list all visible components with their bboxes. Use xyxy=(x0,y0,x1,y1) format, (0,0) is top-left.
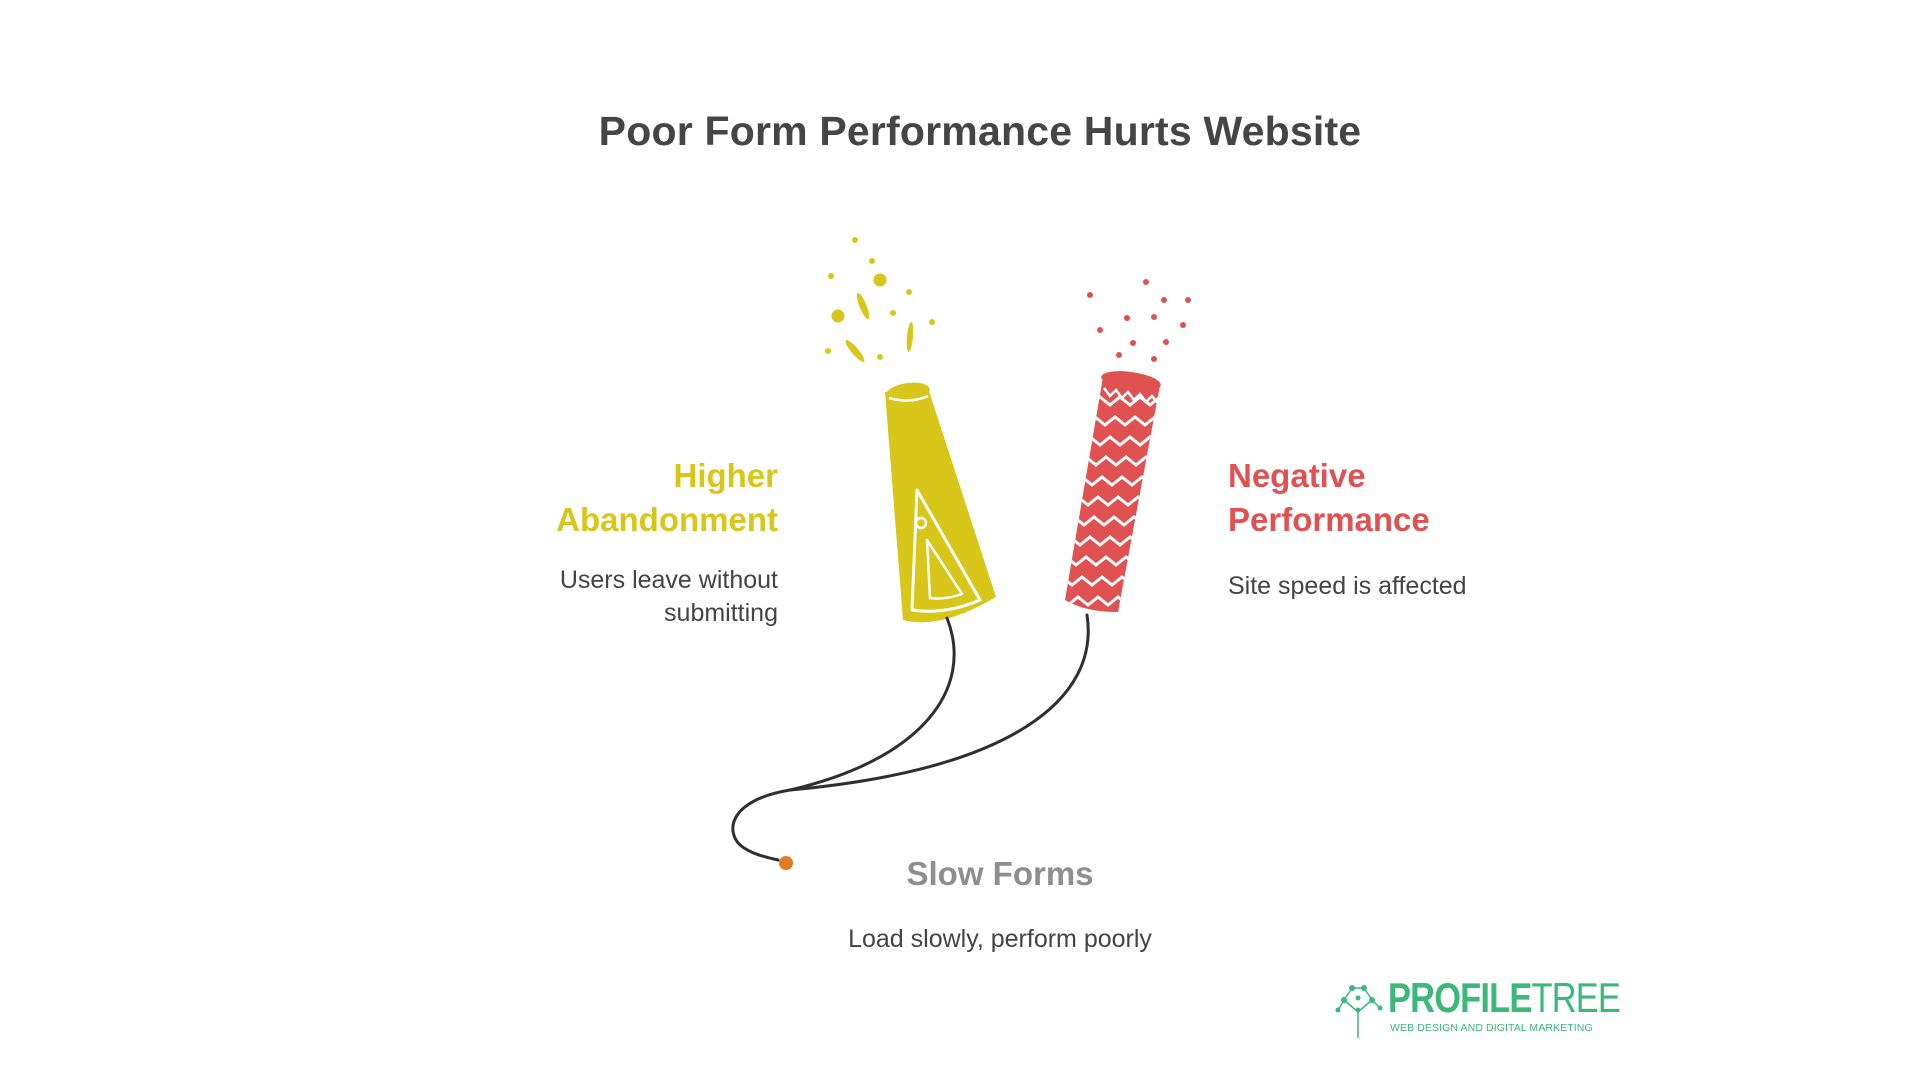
desc-line: submitting xyxy=(664,599,778,627)
label-line: Higher xyxy=(673,457,778,494)
desc-line: Users leave without xyxy=(559,566,778,594)
party-popper-icon xyxy=(885,382,996,623)
confetti-yellow-icon xyxy=(825,237,935,362)
desc-line: Site speed is affected xyxy=(1228,572,1467,600)
desc-line: Load slowly, perform poorly xyxy=(848,925,1152,953)
node-negative-performance-desc: Site speed is affected xyxy=(1228,570,1588,603)
spark-dot-icon xyxy=(779,856,793,870)
node-slow-forms-label: Slow Forms xyxy=(800,852,1200,896)
label-line: Abandonment xyxy=(556,501,778,538)
fuse-lines xyxy=(731,613,1090,862)
node-higher-abandonment-label: Higher Abandonment xyxy=(420,454,778,542)
logo-brand-bold: PROFILE xyxy=(1388,974,1532,1021)
label-line: Negative xyxy=(1228,457,1366,494)
logo-tagline: WEB DESIGN AND DIGITAL MARKETING xyxy=(1390,1022,1593,1034)
node-slow-forms-desc: Load slowly, perform poorly xyxy=(800,923,1200,956)
logo-brand-thin: TREE xyxy=(1531,974,1621,1021)
diagram-title: Poor Form Performance Hurts Website xyxy=(598,108,1362,154)
label-line: Slow Forms xyxy=(906,855,1094,892)
logo-wordmark: PROFILETREE xyxy=(1388,974,1621,1022)
label-line: Performance xyxy=(1228,501,1430,538)
tree-icon xyxy=(1335,985,1383,1038)
firecracker-icon xyxy=(1065,371,1161,612)
node-higher-abandonment-desc: Users leave without submitting xyxy=(420,564,778,630)
node-negative-performance-label: Negative Performance xyxy=(1228,454,1588,542)
sparks-red-icon xyxy=(1087,279,1191,362)
profiletree-logo: PROFILETREE WEB DESIGN AND DIGITAL MARKE… xyxy=(1330,974,1621,1040)
